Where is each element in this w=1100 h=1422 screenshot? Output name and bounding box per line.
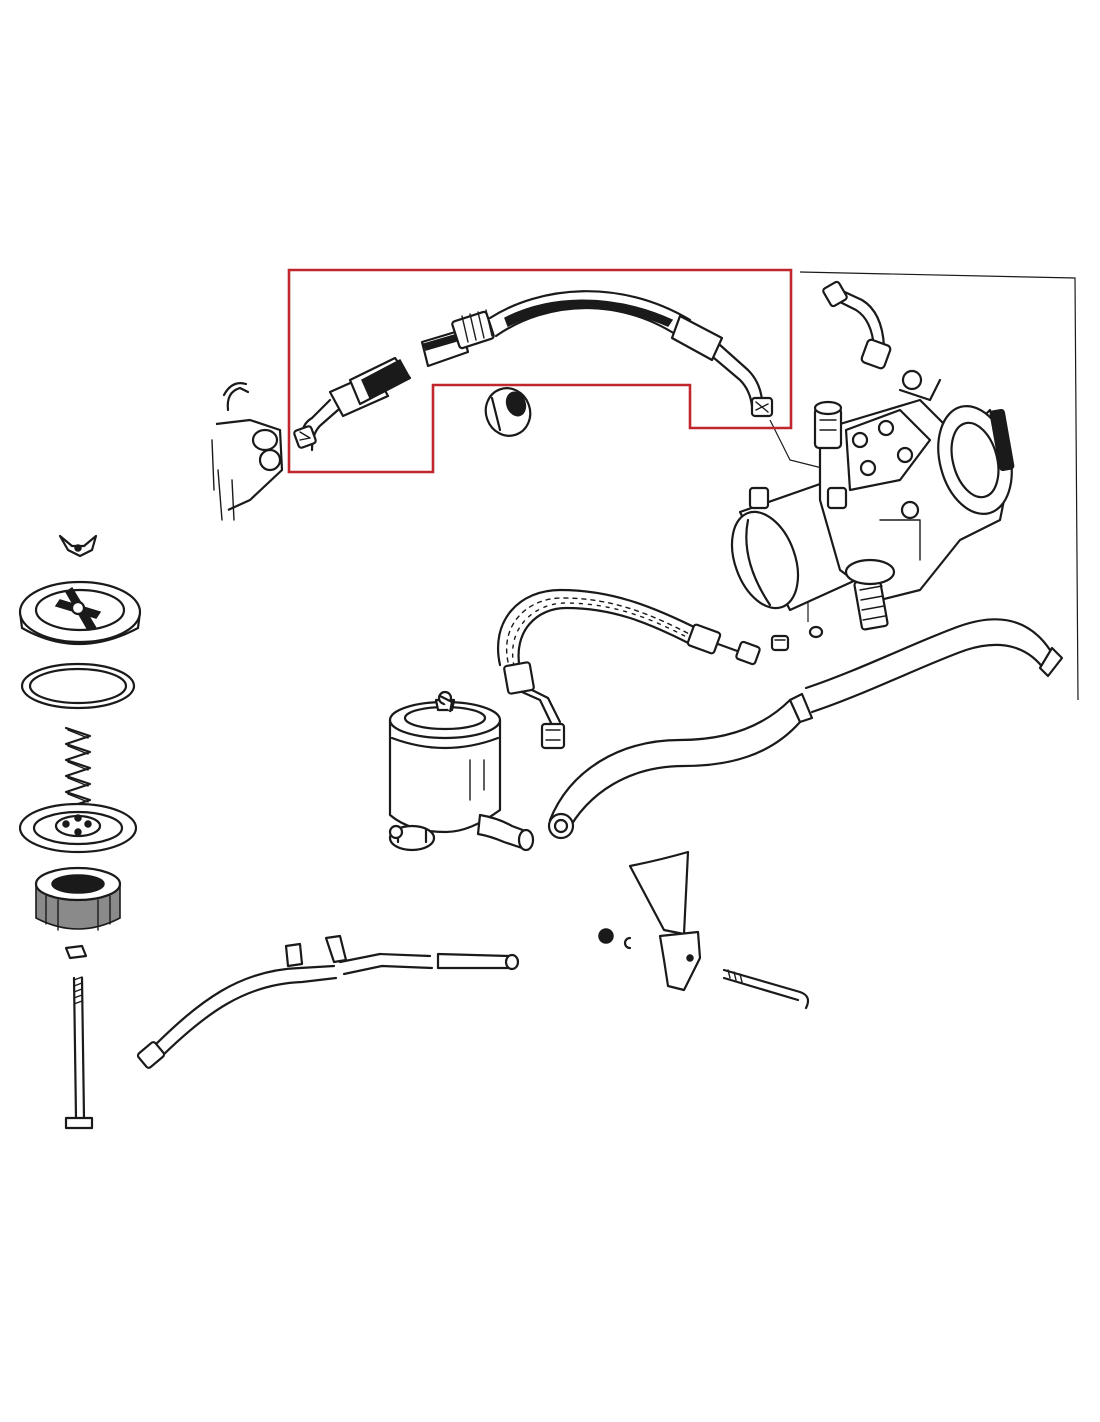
- return-hose-long[interactable]: [547, 692, 814, 840]
- threaded-rod[interactable]: [722, 968, 810, 1010]
- o-ring-seal[interactable]: [20, 662, 136, 710]
- wing-nut[interactable]: [58, 534, 98, 558]
- rubber-grommet[interactable]: [479, 382, 537, 442]
- hose-banjo-fitting-left: [293, 398, 340, 452]
- fluid-reservoir[interactable]: [388, 690, 535, 852]
- hose-main-body: [488, 290, 692, 322]
- braided-return-hose[interactable]: [497, 588, 761, 750]
- retaining-clip[interactable]: [64, 944, 88, 960]
- mounting-bracket[interactable]: [628, 850, 702, 992]
- nut-and-washer[interactable]: [598, 928, 632, 950]
- metal-pipe-with-brackets[interactable]: [136, 934, 520, 1069]
- reservoir-cover[interactable]: [18, 580, 142, 646]
- highlight-outline: [287, 268, 793, 474]
- elbow-fitting[interactable]: [822, 280, 892, 370]
- spring[interactable]: [64, 726, 92, 810]
- filter-element[interactable]: [34, 866, 122, 931]
- hose-knurled-nut: [451, 309, 495, 350]
- engine-block-fragment: [211, 382, 284, 521]
- highlighted-high-pressure-hose[interactable]: [287, 268, 793, 474]
- filter-plate[interactable]: [18, 802, 138, 854]
- return-hose-upper[interactable]: [804, 618, 1064, 714]
- long-bolt[interactable]: [64, 976, 94, 1130]
- steering-gearbox[interactable]: [720, 369, 1023, 631]
- union-nut-and-washer[interactable]: [770, 625, 824, 652]
- hose-crimp-right: [670, 314, 724, 362]
